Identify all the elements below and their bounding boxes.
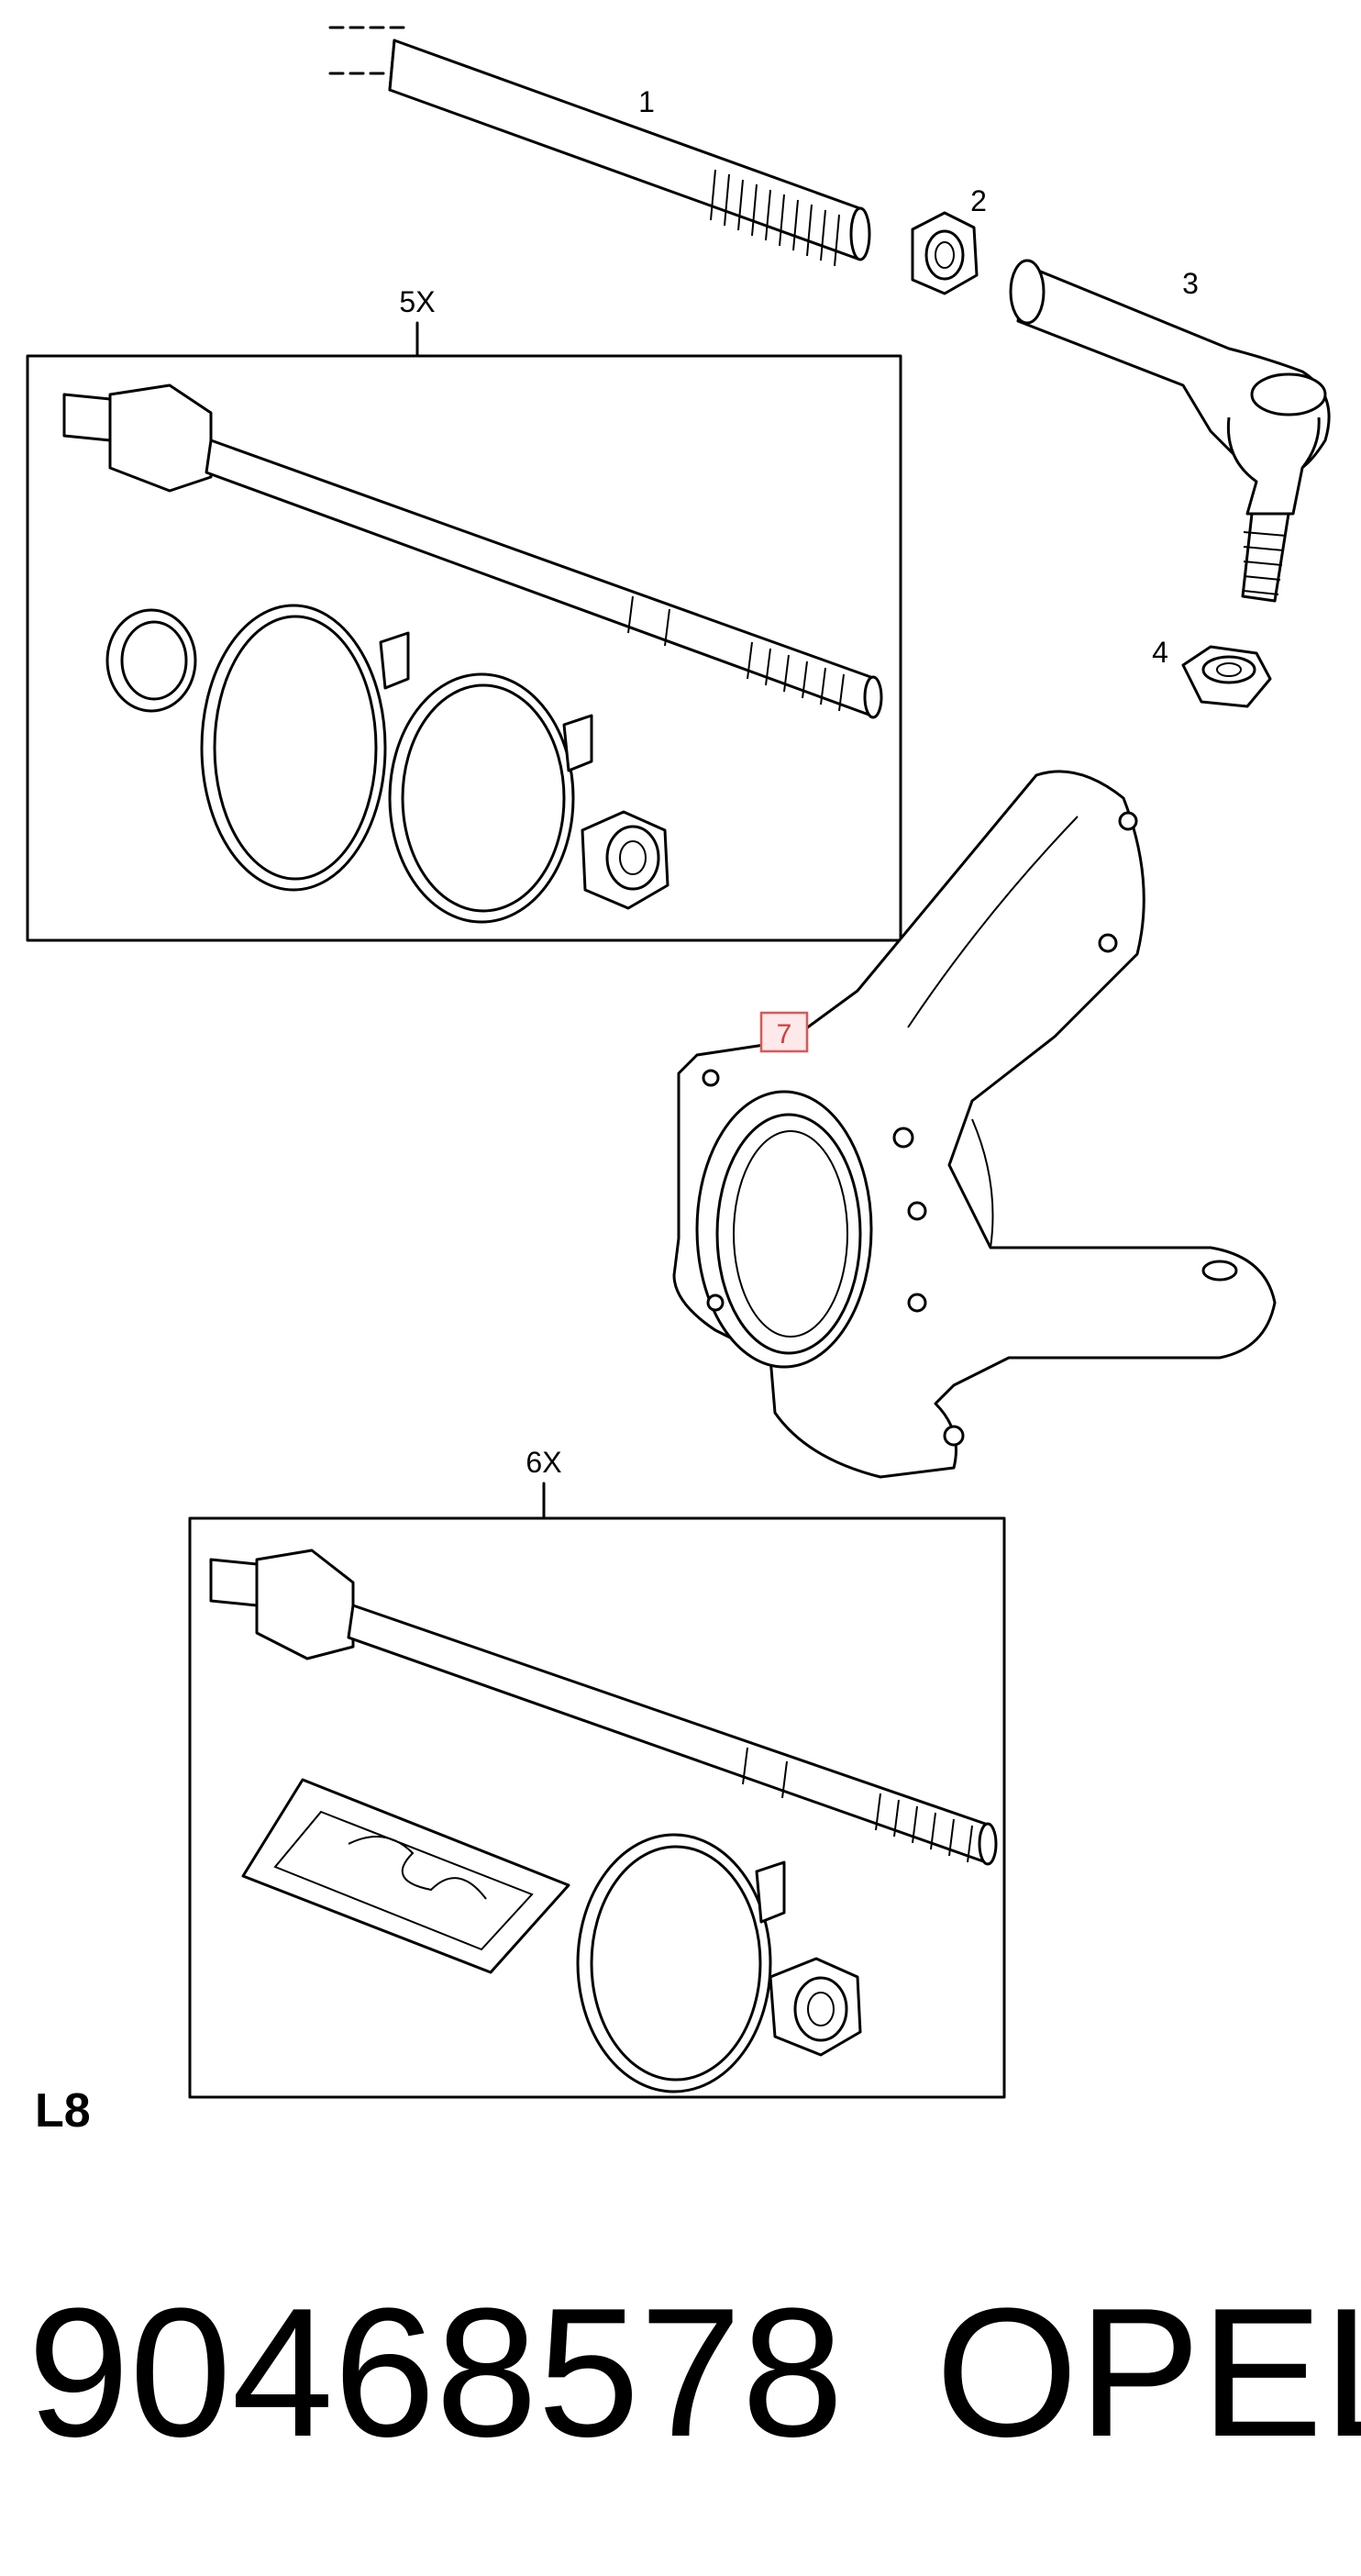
part-4-nut (1181, 645, 1272, 708)
kit-6x-box (188, 1482, 1006, 2099)
callout-4-label: 4 (1152, 636, 1168, 669)
part-7-steering-knuckle: 7 (672, 770, 1277, 1479)
part-number: 90468578 (28, 2271, 844, 2475)
callout-6x-label: 6X (526, 1446, 561, 1479)
part-1-tie-rod (328, 26, 871, 267)
callout-7-label: 7 (777, 1019, 792, 1049)
callout-3-label: 3 (1182, 267, 1199, 300)
callout-2-label: 2 (970, 184, 987, 217)
callout-1-label: 1 (638, 85, 655, 118)
callout-7-highlight (759, 1011, 809, 1053)
section-label: L8 (35, 2084, 91, 2137)
part-2-nut (911, 211, 979, 295)
part-3-tie-rod-end (1009, 259, 1331, 603)
kit-5x-box (26, 321, 902, 942)
callout-5x-label: 5X (399, 285, 435, 318)
brand-name: OPEL (935, 2271, 1361, 2475)
